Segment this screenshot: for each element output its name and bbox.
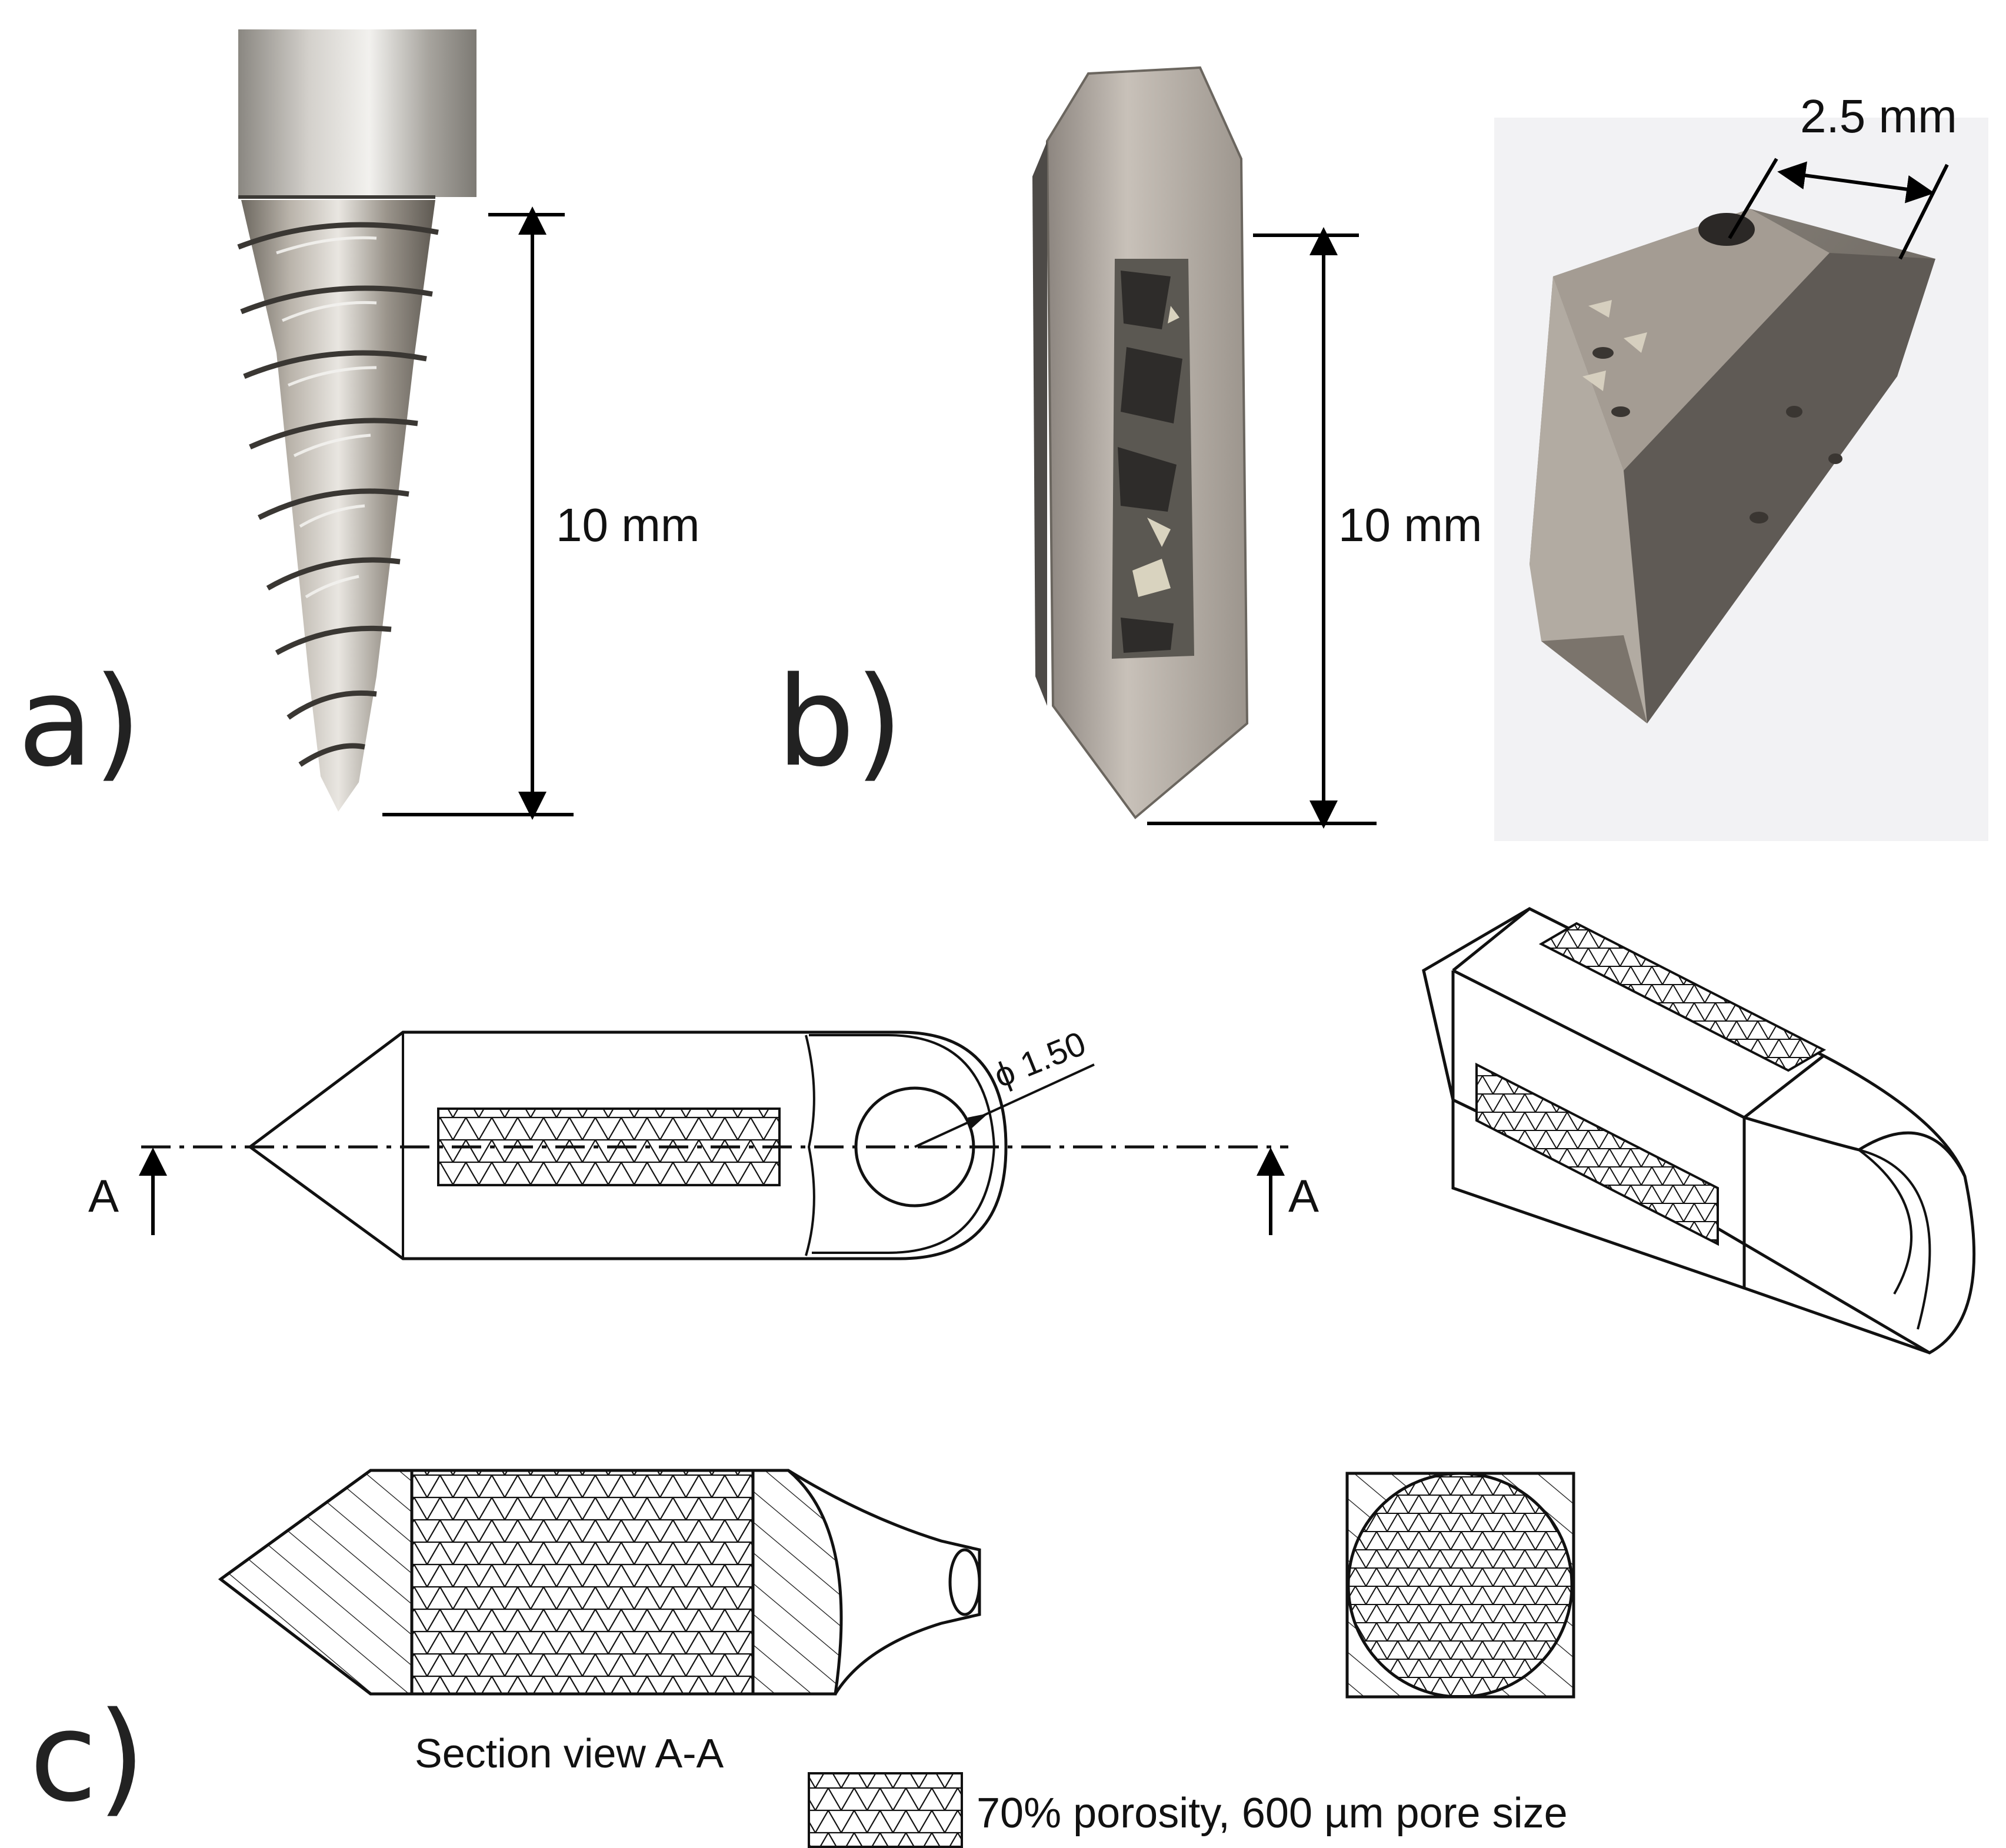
dim-width-label: 2.5 mm [1800,90,1957,142]
dim-a-label: 10 mm [556,499,700,551]
iso-lattice-top [1538,922,1827,1072]
panel-b: 10 mm 2. [777,66,1988,841]
end-section-lattice [1347,1472,1574,1699]
iso-lattice-side [1475,1062,1719,1246]
section-caption: Section view A-A [415,1730,724,1776]
screw-threads [237,222,439,767]
legend: 70% porosity, 600 µm pore size [808,1772,1568,1848]
panel-a-label: a) [18,650,142,794]
panel-b-label: b) [777,650,903,794]
plan-outline [247,1030,1008,1260]
legend-swatch [808,1772,963,1848]
panel-c-label: c) [29,1685,145,1829]
diameter-leader [914,1063,1095,1148]
screw-shaft [238,29,476,197]
dim-b-label: 10 mm [1338,499,1482,551]
section-marker-left: A [88,1170,119,1222]
diameter-label: ϕ 1.50 [989,1024,1091,1095]
plan-view: ϕ 1.50 A A [88,1024,1319,1260]
section-lattice [410,1469,755,1696]
section-view: Section view A-A [218,1469,981,1776]
panel-c: ϕ 1.50 A A [29,907,1976,1848]
implant-iso [1530,209,1935,723]
end-section [1345,1472,1575,1699]
dim-width-right-line [1898,164,1949,260]
dim-width-arrow [1777,161,1935,204]
legend-text: 70% porosity, 600 µm pore size [977,1790,1568,1837]
iso-view [1422,907,1976,1355]
dim-width-left-line [1728,158,1778,239]
section-marker-right: A [1288,1170,1319,1222]
panel-a: 10 mm a) [18,29,700,820]
